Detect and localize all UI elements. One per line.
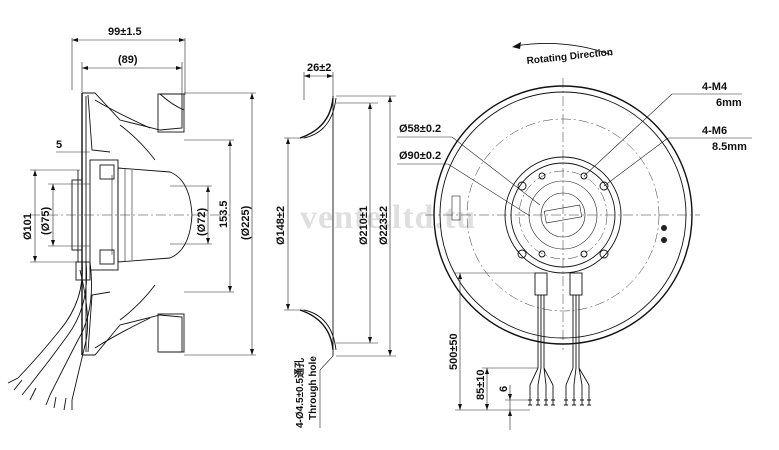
dim-width-overall: 99±1.5	[108, 26, 142, 38]
dim-dia-210: Ø210±1	[358, 206, 370, 245]
dim-dia-75: (Ø75)	[40, 207, 52, 235]
depth-m4: 6mm	[716, 97, 742, 109]
section-view: 26±2 Ø148±2 Ø210±1 Ø223±2 4-Ø4.5±0.5通孔 T…	[275, 62, 396, 428]
dim-dia-101: Ø101	[22, 213, 34, 240]
dim-dia-148: Ø148±2	[275, 206, 287, 245]
dim-dia-58: Ø58±0.2	[399, 123, 441, 135]
hole-label: Through hole	[308, 356, 319, 420]
dim-cable-length: 500±50	[448, 333, 460, 370]
side-view: 99±1.5 (89) 5	[7, 26, 256, 411]
watermark: vente.ltd.tu	[300, 199, 476, 236]
dim-dia-225: (Ø225)	[240, 205, 252, 240]
rotating-direction-label: Rotating Direction	[526, 47, 613, 67]
dim-depth: 26±2	[307, 62, 331, 74]
dim-dia-72: (Ø72)	[196, 208, 208, 236]
thread-m4: 4-M4	[702, 81, 728, 93]
dim-strip-end: 6	[498, 386, 510, 392]
dim-strip-length: 85±10	[475, 369, 487, 400]
dim-153: 153.5	[218, 200, 230, 228]
dim-offset: 5	[56, 139, 62, 151]
dim-dia-223: Ø223±2	[378, 206, 390, 245]
hole-spec: 4-Ø4.5±0.5通孔	[293, 358, 306, 428]
dim-dia-90: Ø90±0.2	[399, 150, 441, 162]
dim-width-inner: (89)	[118, 54, 138, 66]
thread-m6: 4-M6	[702, 125, 727, 137]
depth-m6: 8.5mm	[712, 141, 747, 153]
front-view: Rotating Direction Ø58±0.2	[397, 42, 752, 430]
